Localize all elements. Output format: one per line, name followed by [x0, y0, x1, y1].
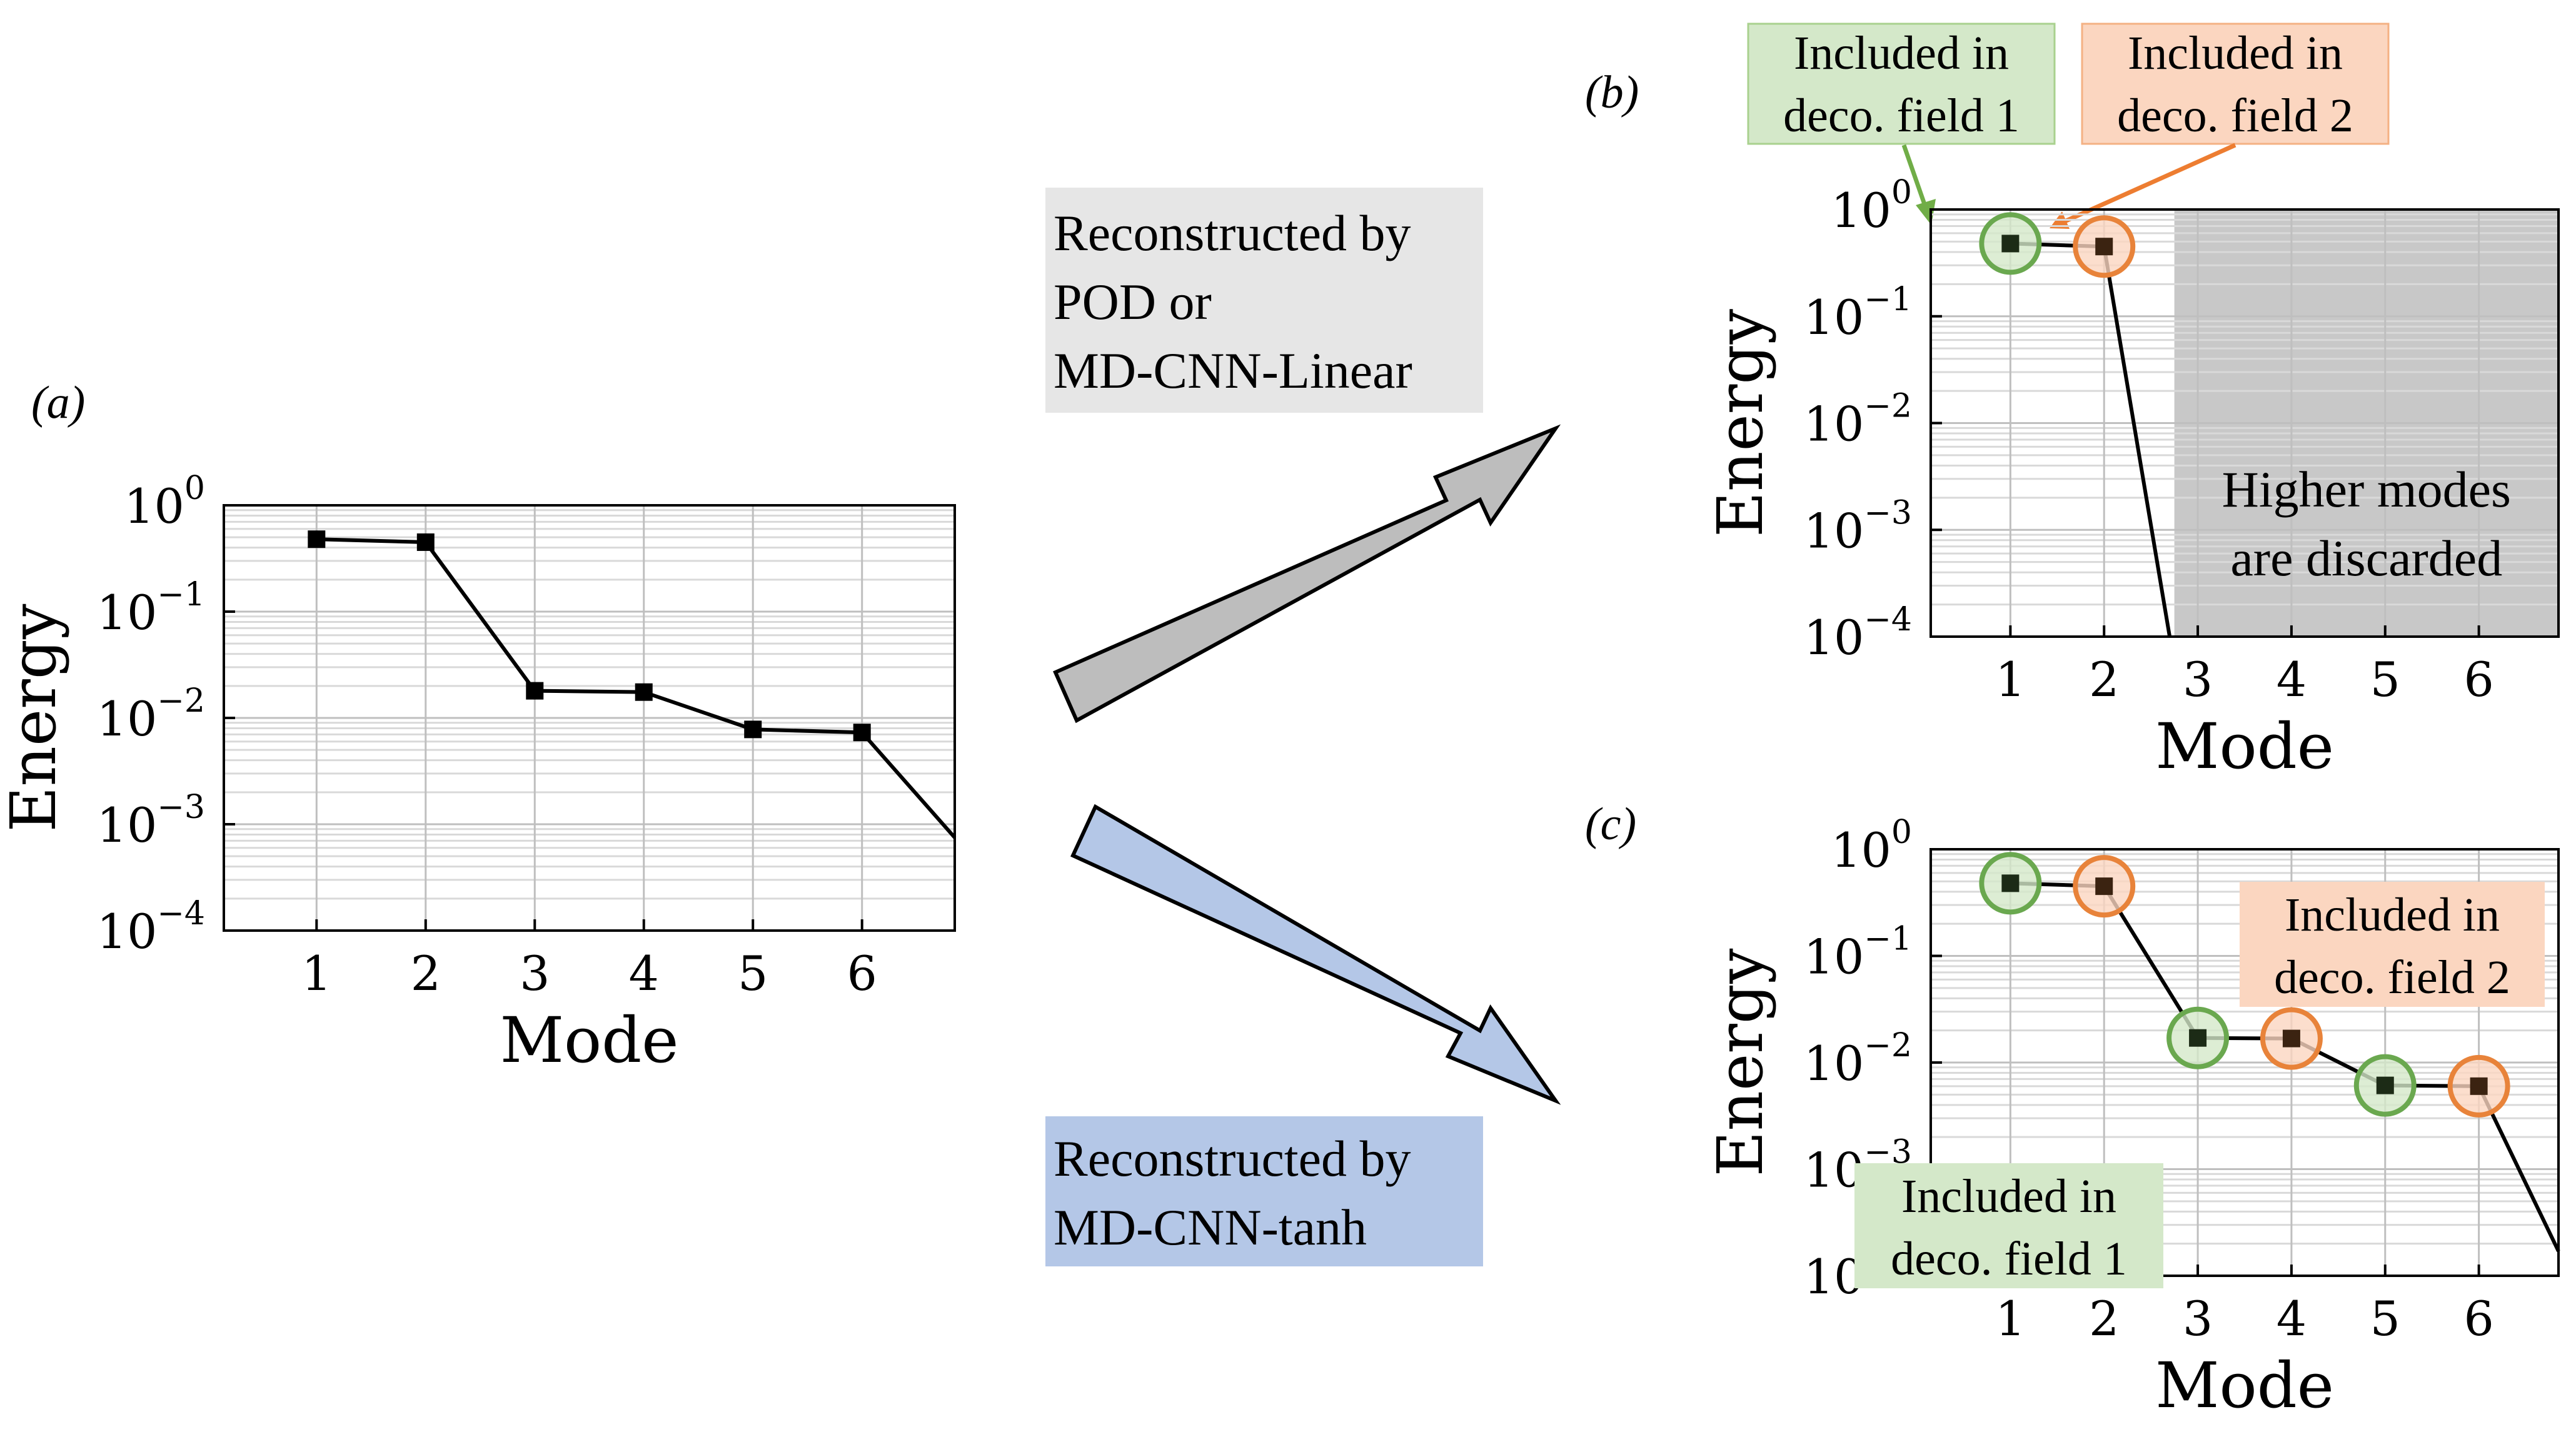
a-marker	[744, 720, 762, 739]
b-y-tick-label: 10−2	[1804, 388, 1912, 452]
b-marker	[2095, 238, 2113, 256]
b-x-axis-label: Mode	[2155, 710, 2334, 783]
c-marker	[2282, 1029, 2300, 1048]
c-field2-label: Included in	[2285, 889, 2500, 941]
a-x-tick-label: 3	[520, 946, 550, 1001]
a-x-tick-label: 5	[738, 946, 768, 1001]
c-field1-label: deco. field 1	[1891, 1233, 2127, 1285]
b-y-tick-label: 10−1	[1804, 281, 1912, 345]
a-y-tick-label: 10−1	[97, 576, 205, 640]
c-marker	[2095, 877, 2113, 896]
c-x-axis-label: Mode	[2155, 1349, 2334, 1422]
b-field1-label-2: deco. field 1	[1783, 89, 2020, 142]
gray-label-line-1: Reconstructed by	[1054, 204, 1411, 261]
panel-c: 12345610010−110−210−310−4ModeEnergy(c)In…	[1585, 799, 2560, 1422]
b-x-tick-label: 1	[1995, 652, 2025, 707]
a-marker	[526, 682, 544, 700]
c-field2-box	[2240, 882, 2545, 1007]
c-field1-box	[1854, 1163, 2163, 1288]
b-y-tick-label: 10−3	[1804, 494, 1912, 558]
blue-label-line-1: Reconstructed by	[1054, 1130, 1411, 1187]
c-marker	[2376, 1076, 2394, 1094]
a-x-tick-label: 2	[411, 946, 441, 1001]
gray-label-line-3: MD-CNN-Linear	[1054, 342, 1412, 399]
gray-label-line-2: POD or	[1054, 273, 1212, 330]
b-x-tick-label: 5	[2370, 652, 2400, 707]
b-x-tick-label: 6	[2463, 652, 2493, 707]
b-field1-box	[1747, 23, 2056, 145]
b-field1-label-1: Included in	[1794, 27, 2009, 79]
a-axes-frame	[223, 504, 956, 932]
a-marker	[308, 530, 326, 548]
c-y-tick-label: 10−2	[1804, 1027, 1912, 1091]
c-x-tick-label: 3	[2183, 1291, 2213, 1346]
a-x-tick-label: 1	[301, 946, 331, 1001]
a-x-tick-label: 4	[629, 946, 659, 1001]
b-x-tick-label: 3	[2183, 652, 2213, 707]
panel-b: 1 2 3 4 5 6 100 10−1 10−2 10−3 10−4 Higher modes are…	[1585, 67, 2560, 783]
b-field1-pointer	[1901, 144, 1929, 213]
b-marker	[2001, 235, 2020, 253]
c-marker	[2470, 1077, 2488, 1095]
c-x-tick-label: 5	[2370, 1291, 2400, 1346]
c-y-axis-label: Energy	[1704, 948, 1777, 1176]
c-axes-frame	[1929, 848, 2560, 1277]
b-field1-pointer-head	[1916, 199, 1936, 225]
b-x-tick-label: 2	[2089, 652, 2119, 707]
b-panel-label: (b)	[1585, 67, 1639, 118]
a-marker	[853, 724, 871, 742]
c-marker	[2189, 1029, 2207, 1047]
b-axes-frame	[1929, 208, 2560, 638]
a-y-tick-label: 100	[124, 470, 205, 534]
b-discard-text: are discarded	[2230, 530, 2502, 587]
b-field2-label-2: deco. field 2	[2117, 89, 2353, 142]
c-x-tick-label: 4	[2277, 1291, 2307, 1346]
blue-label-box	[1045, 1116, 1483, 1266]
a-y-tick-label: 10−2	[97, 682, 205, 747]
blue-label-line-2: MD-CNN-tanh	[1054, 1199, 1367, 1256]
a-y-tick-label: 10−4	[97, 895, 205, 959]
a-y-axis-label: Energy	[0, 603, 70, 832]
c-x-tick-label: 6	[2463, 1291, 2493, 1346]
a-x-tick-label: 6	[847, 946, 877, 1001]
gray-arrow	[1053, 424, 1561, 724]
c-field2-label: deco. field 2	[2274, 951, 2510, 1004]
b-field2-label-1: Included in	[2128, 27, 2343, 79]
c-marker	[2001, 874, 2020, 892]
a-panel-label: (a)	[31, 377, 85, 428]
c-x-tick-label: 1	[1995, 1291, 2025, 1346]
blue-arrow	[1070, 804, 1561, 1105]
b-y-tick-label: 10−4	[1804, 601, 1912, 665]
b-x-tick-label: 4	[2277, 652, 2307, 707]
gray-label-box	[1045, 188, 1483, 413]
c-field1-label: Included in	[1901, 1170, 2116, 1223]
c-x-tick-label: 2	[2089, 1291, 2119, 1346]
a-x-axis-label: Mode	[500, 1004, 679, 1077]
b-discard-text: Higher modes	[2222, 461, 2511, 518]
b-field2-box	[2081, 23, 2390, 145]
c-y-tick-label: 100	[1831, 814, 1912, 878]
c-y-tick-label: 10−1	[1804, 921, 1912, 985]
b-y-tick-label: 100	[1831, 174, 1912, 238]
a-marker	[635, 683, 653, 701]
b-y-axis-label: Energy	[1704, 309, 1777, 537]
a-marker	[416, 533, 435, 551]
a-y-tick-label: 10−3	[97, 789, 205, 853]
c-panel-label: (c)	[1585, 799, 1636, 850]
